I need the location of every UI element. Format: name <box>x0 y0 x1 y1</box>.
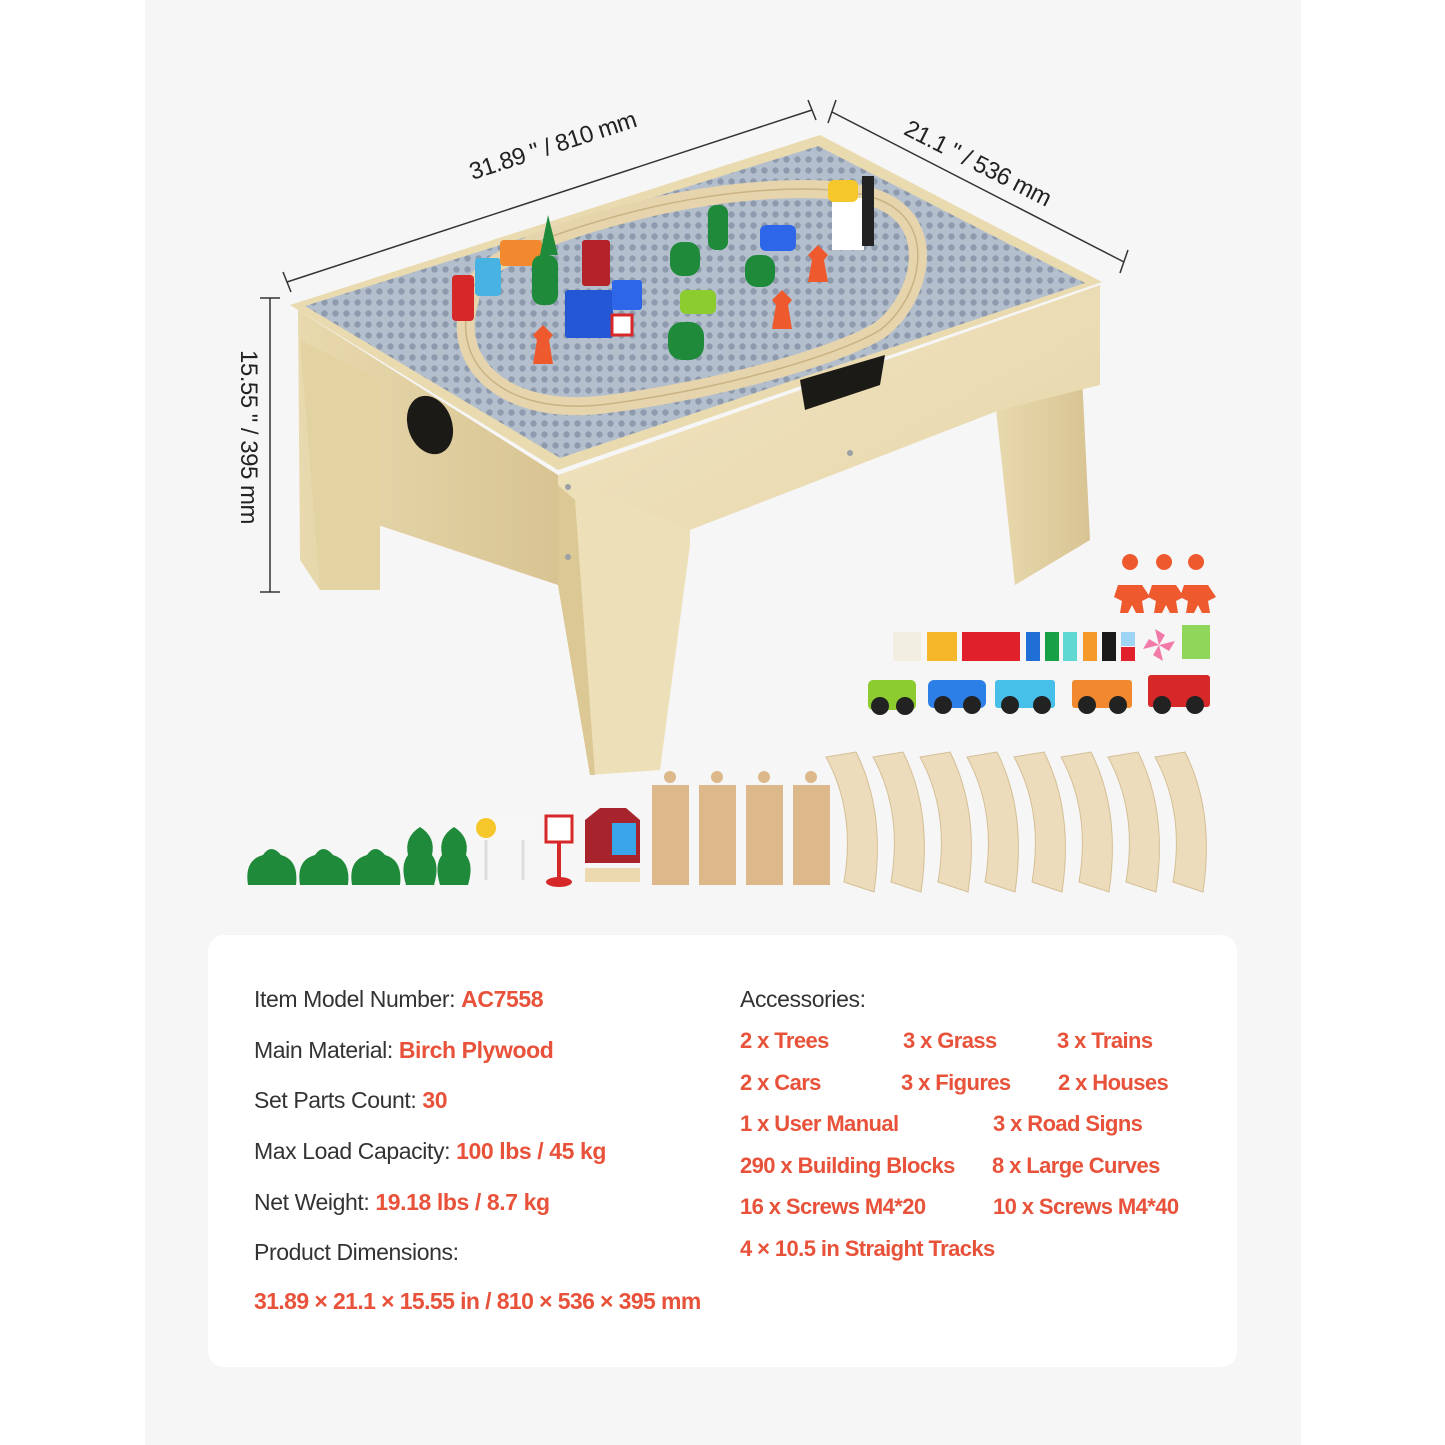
activity-table <box>290 135 1102 775</box>
spec-material: Main Material: Birch Plywood <box>254 1037 554 1064</box>
spec-dimensions-value: 31.89 × 21.1 × 15.55 in / 810 × 536 × 39… <box>254 1288 701 1314</box>
height-dimension-label: 15.55 " / 395 mm <box>235 350 262 524</box>
spec-net-weight-label: Net Weight: <box>254 1189 370 1215</box>
dimension-lines <box>260 99 1129 593</box>
accessory-item: 3 x Grass <box>903 1028 997 1053</box>
product-illustration <box>247 99 1216 893</box>
accessory-item: 2 x Cars <box>740 1070 821 1095</box>
accessory-item: 1 x User Manual <box>740 1111 899 1136</box>
spec-model-label: Item Model Number: <box>254 986 456 1012</box>
accessory-item: 8 x Large Curves <box>992 1153 1160 1178</box>
spec-card <box>208 935 1237 1367</box>
straight-tracks-parts <box>652 771 830 885</box>
spec-material-label: Main Material: <box>254 1037 393 1063</box>
accessory-item: 16 x Screws M4*20 <box>740 1194 926 1219</box>
spec-parts-count: Set Parts Count: 30 <box>254 1087 448 1114</box>
train-track-oval <box>456 180 927 416</box>
accessory-item: 10 x Screws M4*40 <box>993 1194 1179 1219</box>
figures-parts <box>1114 554 1216 613</box>
spec-net-weight-value: 19.18 lbs / 8.7 kg <box>375 1189 550 1215</box>
accessory-item: 3 x Figures <box>901 1070 1011 1095</box>
accessory-item: 2 x Houses <box>1058 1070 1169 1095</box>
curved-tracks-parts <box>825 751 1207 893</box>
table-toys <box>452 176 874 364</box>
accessory-item: 290 x Building Blocks <box>740 1153 955 1178</box>
spec-parts-count-value: 30 <box>422 1087 448 1113</box>
spec-max-load: Max Load Capacity: 100 lbs / 45 kg <box>254 1138 606 1165</box>
vehicles-parts <box>868 675 1210 715</box>
accessory-item: 2 x Trees <box>740 1028 829 1053</box>
scenery-parts <box>247 808 640 887</box>
accessory-item: 3 x Trains <box>1057 1028 1153 1053</box>
building-blocks-parts <box>893 625 1210 661</box>
spec-model: Item Model Number: AC7558 <box>254 986 544 1013</box>
spec-max-load-label: Max Load Capacity: <box>254 1138 451 1164</box>
accessory-item: 3 x Road Signs <box>993 1111 1143 1136</box>
spec-dimensions: Product Dimensions: <box>254 1239 459 1266</box>
spec-parts-count-label: Set Parts Count: <box>254 1087 417 1113</box>
spec-max-load-value: 100 lbs / 45 kg <box>456 1138 607 1164</box>
accessory-item: 4 × 10.5 in Straight Tracks <box>740 1236 995 1261</box>
accessories-title: Accessories: <box>740 986 866 1012</box>
spec-dimensions-label: Product Dimensions: <box>254 1239 459 1265</box>
spec-net-weight: Net Weight: 19.18 lbs / 8.7 kg <box>254 1189 550 1216</box>
spec-model-value: AC7558 <box>461 986 544 1012</box>
spec-material-value: Birch Plywood <box>398 1037 554 1063</box>
